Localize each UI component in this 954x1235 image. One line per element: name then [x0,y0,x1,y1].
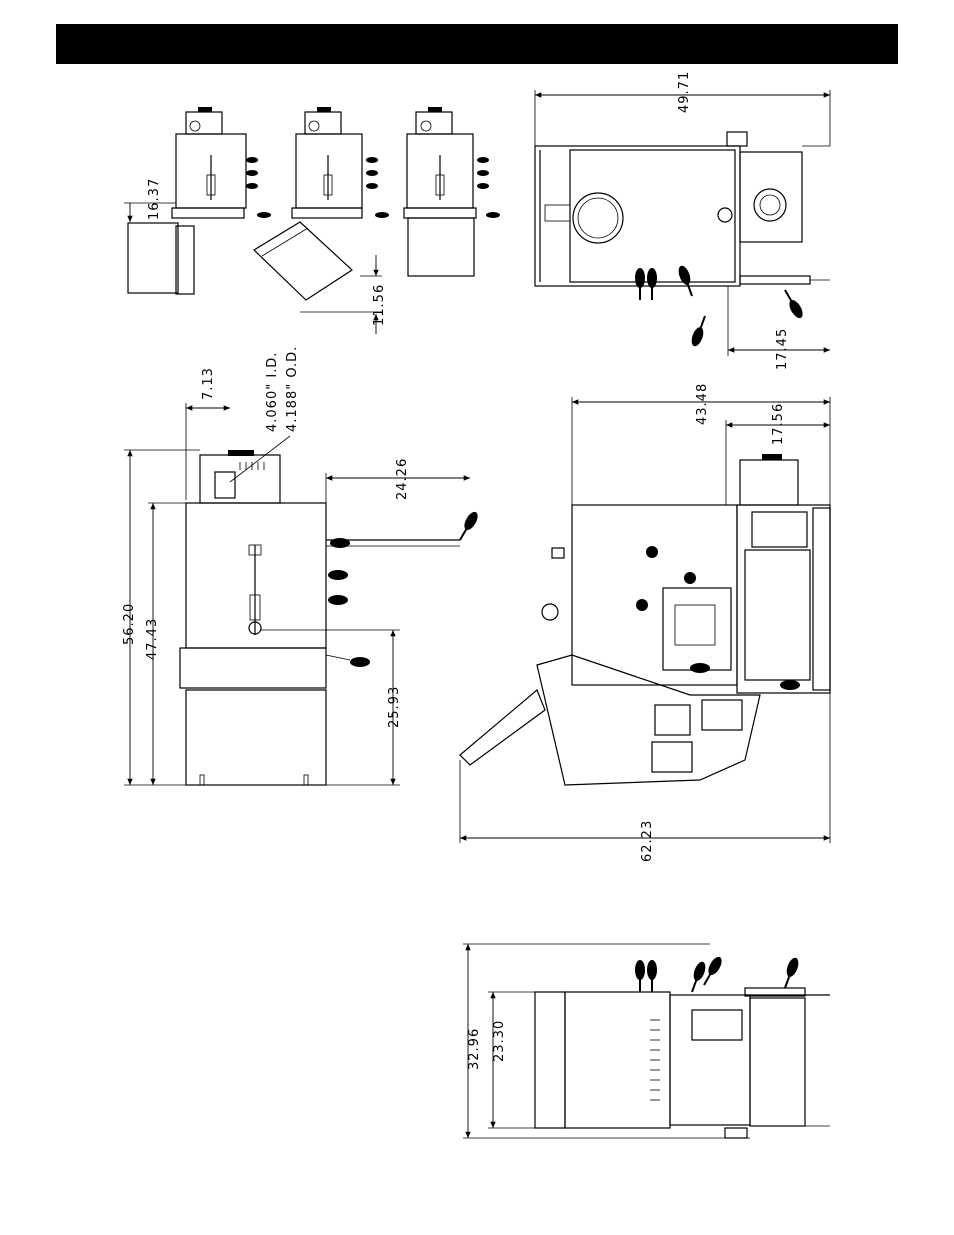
bore-id-label: 4.060" I.D. [265,352,280,432]
dim-front-offset: 17.56 [771,403,786,445]
side-view-unit-3 [404,107,500,276]
side-view-group: 16.37 11.56 [124,107,500,334]
side-view-unit-2 [254,107,389,300]
dim-handle-height: 25.93 [387,686,402,728]
dim-overall-height: 56.20 [122,603,137,645]
dim-front-width: 43.48 [695,383,710,425]
dim-body-height: 47.43 [145,618,160,660]
bore-od-label: 4.188" O.D. [285,346,300,432]
dim-left-offset: 7.13 [201,367,216,400]
dim-top-offset: 17.45 [775,328,790,370]
top-view: 49.71 17.45 [535,71,830,370]
dim-front-overall: 62.23 [640,820,655,862]
dim-handle-reach: 24.26 [395,458,410,500]
dim-side-height: 16.37 [147,178,162,220]
right-front-view: 43.48 17.56 62.23 [460,383,830,862]
dim-top-width: 49.71 [677,71,692,113]
dim-bottom-body: 23.30 [492,1020,507,1062]
dim-bottom-overall: 32.96 [467,1028,482,1070]
left-front-view: 7.13 4.060" I.D. 4.188" O.D. 56.20 [122,346,480,785]
bottom-view: 32.96 23.30 [463,944,830,1138]
dim-tilt-drop: 11.56 [372,284,387,326]
